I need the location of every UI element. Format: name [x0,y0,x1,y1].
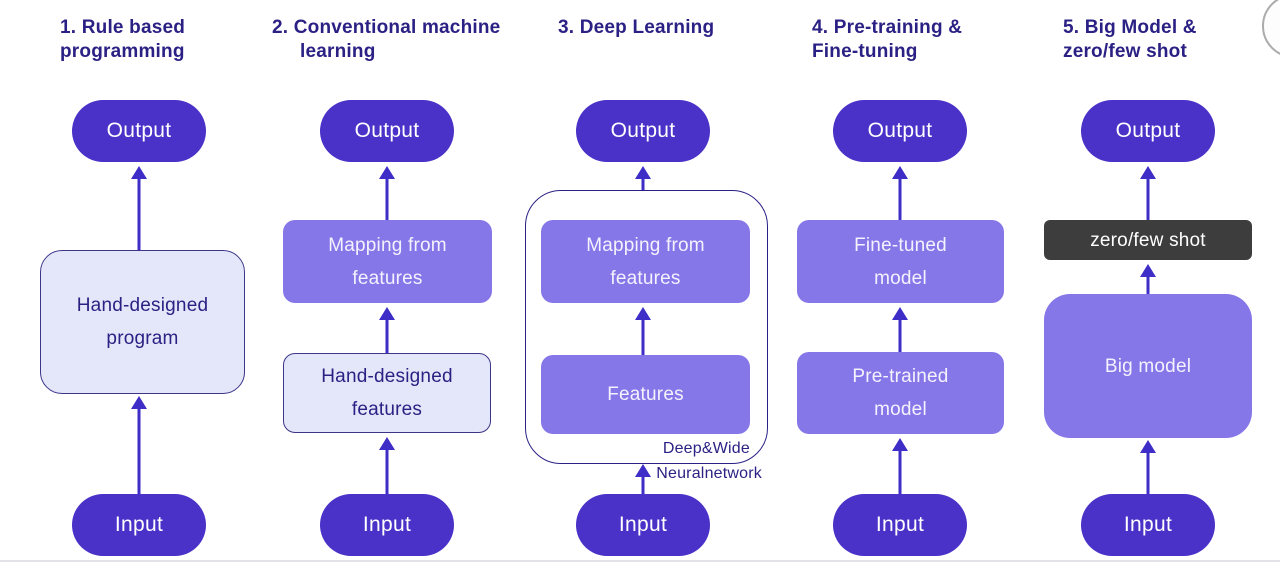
up-arrow-icon [891,438,909,494]
input-node-3: Input [576,494,710,556]
node-label-line: zero/few shot [1090,229,1206,251]
input-node-5: Input [1081,494,1215,556]
column-5-title-line-2: zero/few shot [1063,41,1188,62]
column-5-title: 5. Big Model & zero/few shot [1063,16,1197,64]
node-label-line: Big model [1104,355,1192,377]
deep-and-wide-label: Deep&Wide [662,440,750,457]
column-2-title-line-1: 2. Conventional machine [272,17,501,38]
column-2-title: 2. Conventional machine learning [272,16,500,64]
hand-designed-program-node: Hand-designed program [40,250,245,394]
column-4-title-line-2: Fine-tuning [812,41,918,62]
up-arrow-icon [1139,166,1157,220]
big-model-node: Big model [1044,294,1252,438]
column-4-title: 4. Pre-training & Fine-tuning [812,16,962,64]
node-label-line: model [874,399,927,420]
hand-designed-features-node: Hand-designed features [283,353,491,433]
node-label-line: program [106,328,179,349]
up-arrow-icon [891,307,909,352]
up-arrow-icon [1139,440,1157,494]
input-node-4: Input [833,494,967,556]
up-arrow-icon [378,307,396,353]
node-label-line: model [874,267,927,289]
node-label-line: Hand-designed [76,295,209,316]
output-node-5: Output [1081,100,1215,162]
up-arrow-icon [1139,264,1157,294]
up-arrow-icon [634,307,652,355]
up-arrow-icon [634,166,652,190]
output-node-1: Output [72,100,206,162]
mapping-from-features-node: Mapping from features [541,220,750,303]
mapping-from-features-node: Mapping from features [283,220,492,303]
node-label-line: Mapping from [586,234,705,256]
features-node: Features [541,355,750,434]
node-label-line: Fine-tuned [854,234,947,256]
zero-few-shot-node: zero/few shot [1044,220,1252,260]
column-5-title-line-1: 5. Big Model & [1063,17,1197,38]
up-arrow-icon [130,166,148,250]
pre-trained-model-node: Pre-trained model [797,352,1004,434]
fine-tuned-model-node: Fine-tuned model [797,220,1004,303]
bottom-divider [0,560,1280,562]
node-label-line: Mapping from [328,234,447,256]
neural-network-label: Neuralnetwork [656,465,762,482]
node-label-line: features [610,267,681,289]
node-label-line: Hand-designed [321,366,453,387]
up-arrow-icon [130,396,148,494]
column-1-title: 1. Rule based programming [60,16,185,64]
column-1-title-line-2: programming [60,41,185,62]
output-node-2: Output [320,100,454,162]
partial-circle-widget [1262,0,1280,58]
output-node-4: Output [833,100,967,162]
up-arrow-icon [378,166,396,220]
up-arrow-icon [378,437,396,494]
column-3-title-line-1: 3. Deep Learning [558,17,715,38]
node-label-line: Features [607,384,684,405]
input-node-1: Input [72,494,206,556]
output-node-3: Output [576,100,710,162]
node-label-line: features [351,399,423,420]
column-1-title-line-1: 1. Rule based [60,17,186,38]
up-arrow-icon [891,166,909,220]
column-3-title: 3. Deep Learning [558,16,714,40]
column-2-title-line-2: learning [300,41,376,62]
node-label-line: features [352,267,423,289]
up-arrow-icon [634,464,652,494]
input-node-2: Input [320,494,454,556]
node-label-line: Pre-trained [852,366,949,387]
column-4-title-line-1: 4. Pre-training & [812,17,963,38]
